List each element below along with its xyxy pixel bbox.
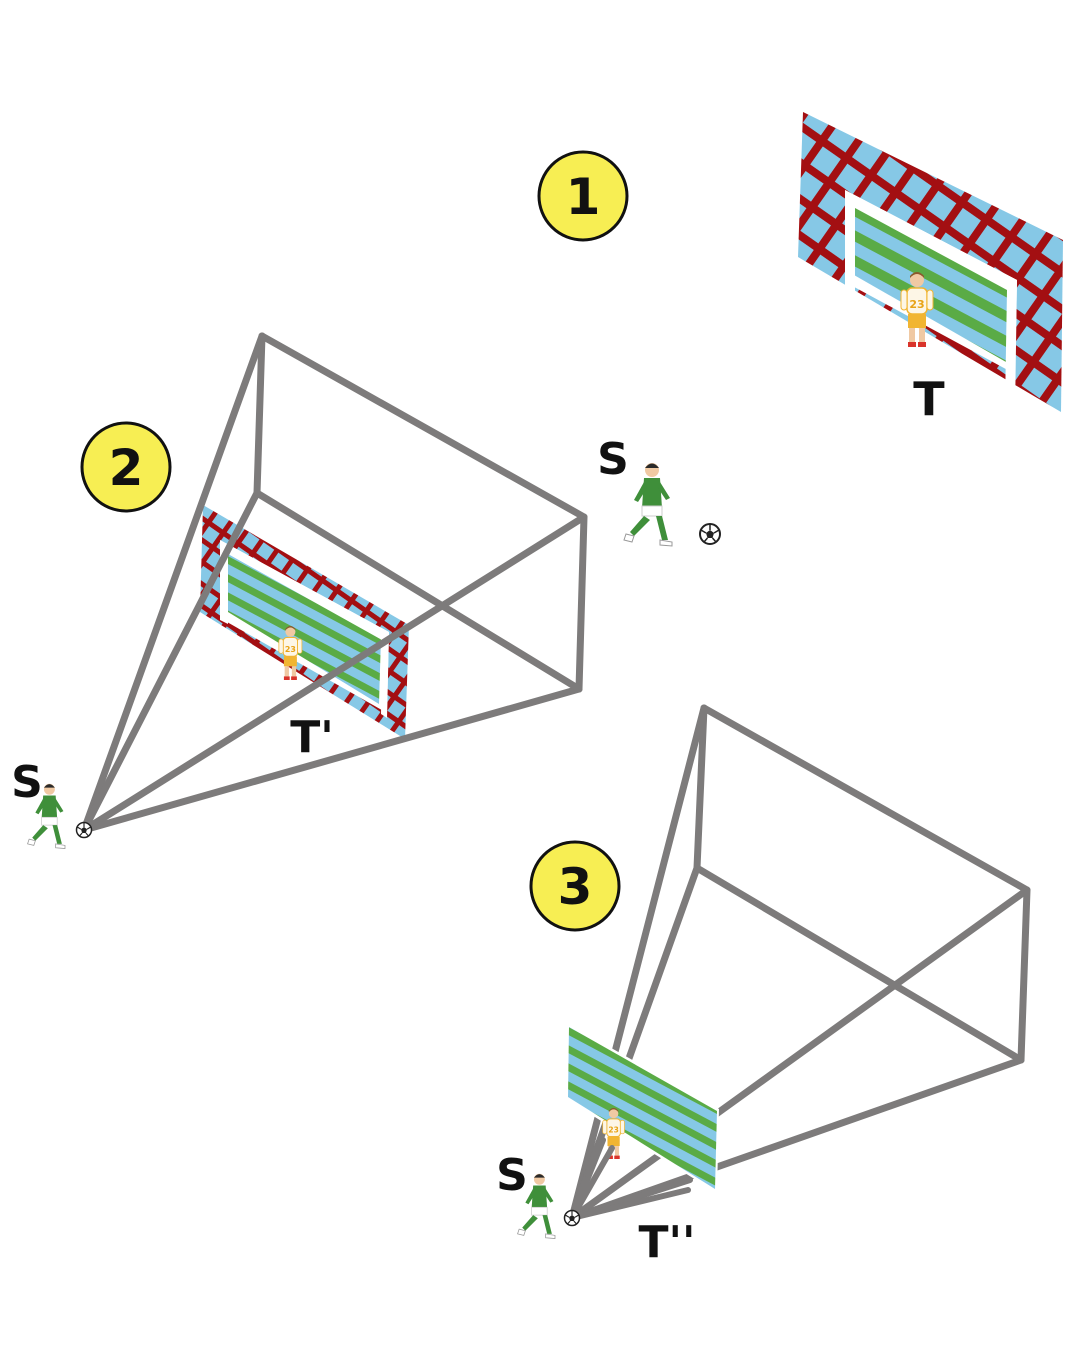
badge-2-number: 2 <box>109 439 144 497</box>
ball-3 <box>563 1209 581 1227</box>
ball-1 <box>699 523 721 545</box>
view-frustum-3 <box>568 704 1031 1222</box>
panel-3: 3 23 T'' S <box>496 704 1031 1268</box>
target-label-t-double-prime: T'' <box>639 1217 696 1268</box>
shooter-1 <box>623 462 673 547</box>
image-plane-t-double-prime: 23 <box>566 1023 719 1193</box>
shooter-label-1: S <box>597 434 629 485</box>
badge-3: 3 <box>529 840 621 932</box>
goalkeeper-3: 23 <box>602 1107 625 1160</box>
view-frustum-2 <box>80 332 588 834</box>
svg-text:23: 23 <box>909 298 924 311</box>
goal-target-t: 23 <box>798 112 1063 412</box>
rays-front-3 <box>569 1137 693 1221</box>
ball-2 <box>75 821 93 839</box>
panel-2: 2 23 T' S <box>11 332 588 849</box>
badge-1: 1 <box>537 150 629 242</box>
svg-text:23: 23 <box>285 645 296 654</box>
target-label-t-prime: T' <box>290 712 333 763</box>
badge-3-number: 3 <box>558 858 593 916</box>
svg-text:23: 23 <box>608 1125 618 1134</box>
goalkeeper-1: 23 <box>900 271 934 348</box>
shooter-label-3: S <box>496 1150 528 1201</box>
panel-1: 1 23 T S <box>537 112 1063 547</box>
target-label-t: T <box>913 372 945 426</box>
shooter-label-2: S <box>11 757 43 808</box>
badge-2: 2 <box>80 421 172 513</box>
badge-1-number: 1 <box>566 168 601 226</box>
goalkeeper-2: 23 <box>278 625 303 681</box>
